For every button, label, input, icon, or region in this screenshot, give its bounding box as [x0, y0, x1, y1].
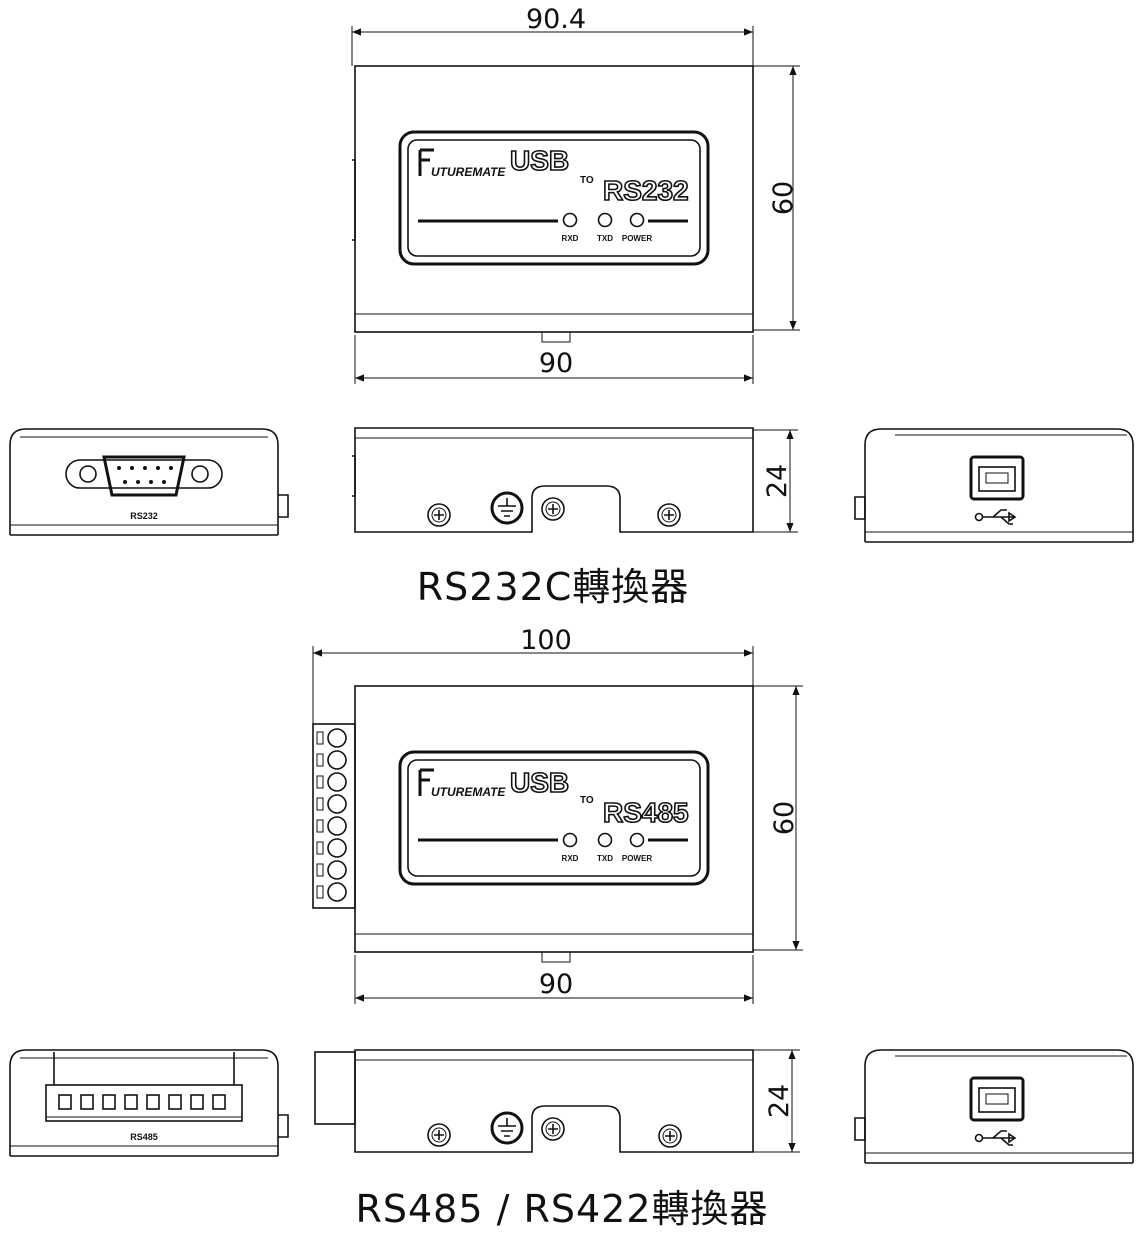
- dim-depth-label: 24: [762, 464, 793, 498]
- model-label: RS232: [603, 175, 689, 206]
- rs232-side-view: [352, 427, 754, 533]
- rs485-top-view: UTUREMATE USB TO RS485 RXD TXD POWER: [312, 685, 754, 963]
- caption: RS232C轉換器: [417, 565, 690, 609]
- db9-connector-icon: [102, 455, 186, 497]
- led-label-txd: TXD: [597, 854, 613, 863]
- rs232-top-view: UTUREMATE USB TO RS232 RXD TXD POWER: [352, 65, 754, 343]
- usb-label: USB: [510, 145, 569, 176]
- ground-icon: [490, 491, 524, 525]
- rxd-led: [562, 832, 578, 848]
- rs485-port-end-view: RS485: [9, 1049, 289, 1157]
- to-label: TO: [580, 175, 594, 186]
- dim-height-label: 60: [768, 181, 799, 215]
- dim-top-label: 100: [520, 625, 572, 656]
- dim-depth-label: 24: [764, 1084, 795, 1118]
- usb-symbol-icon: [974, 509, 1017, 525]
- terminal-block-icon: [312, 723, 356, 909]
- ground-icon: [490, 1111, 524, 1145]
- futuremate-logo-icon: [418, 768, 434, 796]
- usb-label: USB: [510, 767, 569, 798]
- dim-top-label: 90.4: [526, 4, 586, 35]
- led-label-rxd: RXD: [562, 234, 579, 243]
- to-label: TO: [580, 795, 594, 806]
- model-label: RS485: [603, 797, 689, 828]
- caption: RS485 / RS422轉換器: [355, 1187, 768, 1231]
- rs485-side-view: [314, 1049, 754, 1153]
- txd-led: [597, 212, 613, 228]
- led-label-power: POWER: [622, 854, 652, 863]
- rs485-usb-end-view: [853, 1048, 1135, 1165]
- port-label: RS232: [130, 511, 158, 521]
- usb-symbol-icon: [974, 1130, 1017, 1146]
- led-label-rxd: RXD: [562, 854, 579, 863]
- futuremate-logo-icon: [418, 148, 434, 176]
- rs232-section: 90.4 UTUREMATE USB TO RS232 RXD TXD: [9, 4, 1135, 609]
- power-led: [629, 212, 645, 228]
- rs232-port-end-view: RS232: [9, 428, 289, 536]
- led-label-txd: TXD: [597, 234, 613, 243]
- dim-bottom-label: 90: [539, 969, 573, 1000]
- rs232-usb-end-view: [853, 427, 1135, 544]
- port-label: RS485: [130, 1132, 158, 1142]
- rxd-led: [562, 212, 578, 228]
- rs485-section: 100: [9, 625, 1135, 1231]
- brand-label: UTUREMATE: [431, 165, 506, 179]
- power-led: [629, 832, 645, 848]
- brand-label: UTUREMATE: [431, 785, 506, 799]
- led-label-power: POWER: [622, 234, 652, 243]
- txd-led: [597, 832, 613, 848]
- dim-bottom-label: 90: [539, 348, 573, 379]
- dim-height-label: 60: [769, 801, 800, 835]
